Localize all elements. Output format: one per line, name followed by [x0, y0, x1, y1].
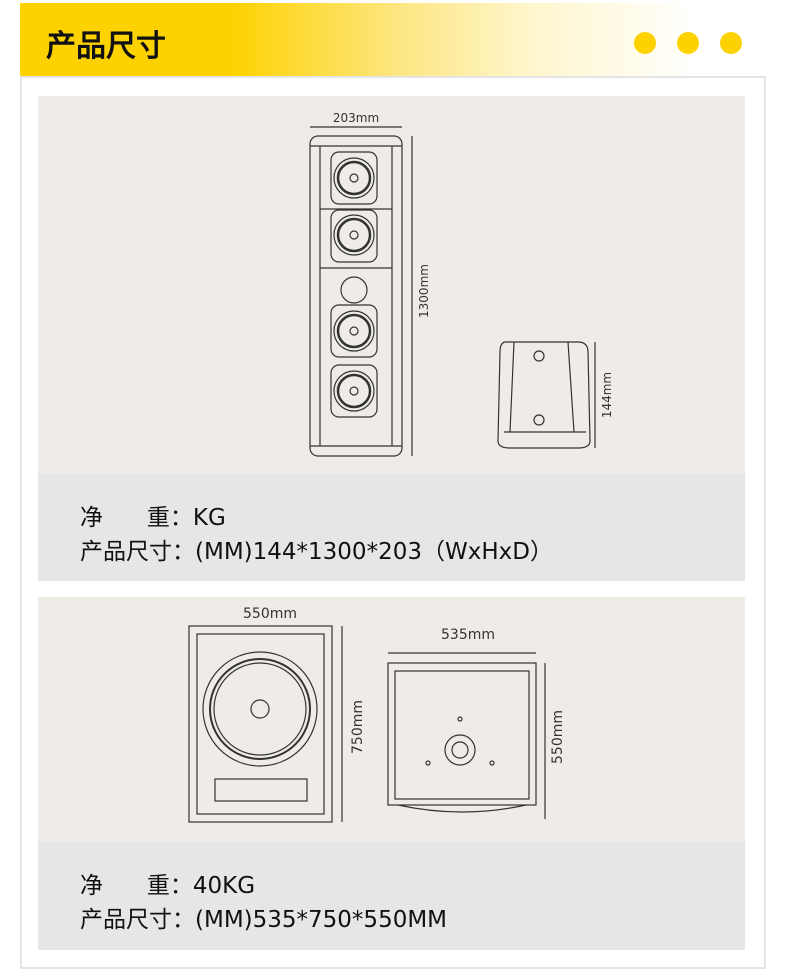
section-header: 产品尺寸 [20, 3, 770, 76]
column-speaker-side: 144mm [497, 341, 614, 449]
side-width-label: 535mm [441, 627, 495, 643]
size-text: 产品尺寸：(MM)535*750*550MM [80, 907, 448, 933]
width-label: 203mm [333, 111, 379, 125]
side-height-label: 550mm [550, 710, 566, 764]
product1-info: 净 重：KG 产品尺寸：(MM)144*1300*203（WxHxD） [38, 474, 745, 581]
subwoofer-front: 550mm 750mm [188, 606, 366, 823]
subwoofer-side: 535mm 550mm [387, 627, 566, 819]
weight-text: 净 重：40KG [80, 873, 256, 899]
depth-label: 144mm [600, 372, 614, 418]
decor-dot [677, 32, 699, 54]
content-frame [20, 76, 766, 969]
product2-info: 净 重：40KG 产品尺寸：(MM)535*750*550MM [38, 842, 745, 950]
height-label: 1300mm [417, 264, 431, 318]
front-height-label: 750mm [350, 700, 366, 754]
size-text: 产品尺寸：(MM)144*1300*203（WxHxD） [80, 539, 553, 565]
front-width-label: 550mm [243, 606, 297, 622]
product2-drawing: 550mm 750mm 535mm 550mm [38, 597, 745, 842]
product1-drawing: 203mm 1300mm 144mm [38, 96, 745, 474]
column-speaker-front: 203mm 1300mm [309, 111, 431, 457]
decor-dot [634, 32, 656, 54]
section-title: 产品尺寸 [46, 29, 166, 64]
decor-dot [720, 32, 742, 54]
weight-text: 净 重：KG [80, 505, 226, 531]
